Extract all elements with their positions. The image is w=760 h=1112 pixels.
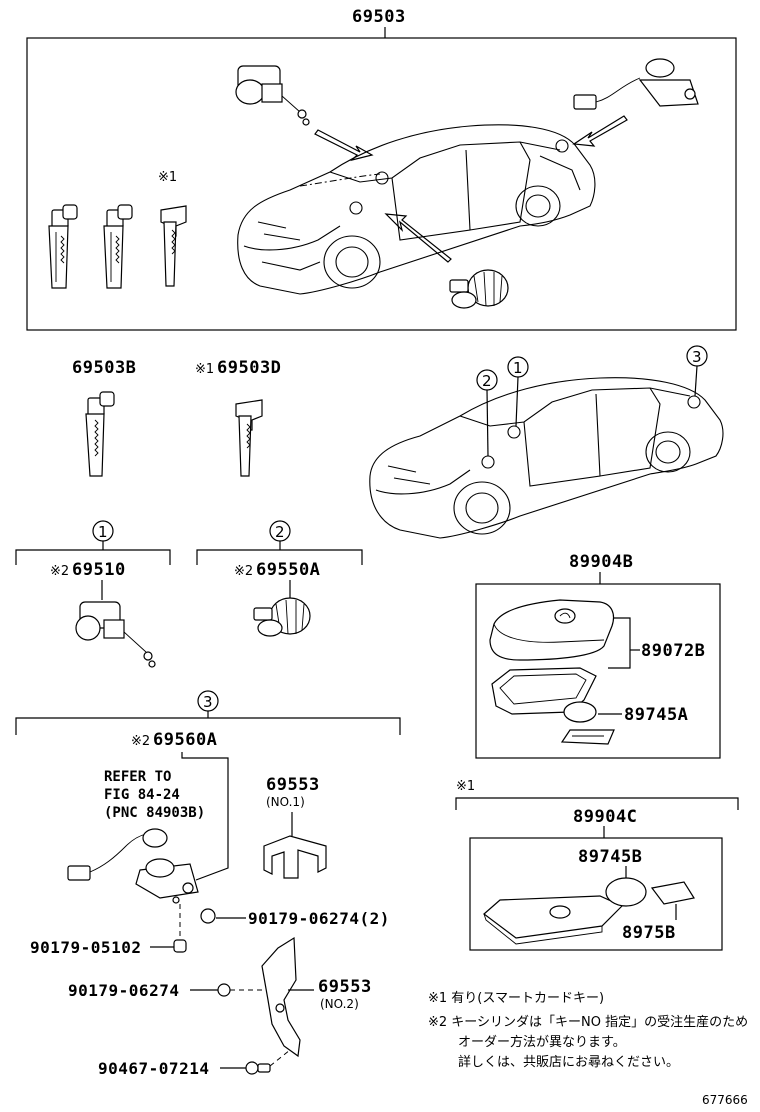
label-69503D: 69503D — [217, 358, 281, 378]
mark-69550A: ※2 — [234, 564, 253, 579]
screw-icon-3 — [217, 983, 231, 997]
label-69553-no1: 69553 — [266, 775, 320, 795]
label-69560A: 69560A — [153, 730, 217, 750]
cylinder-icon-top-left — [235, 65, 310, 126]
callout-2-text: 2 — [275, 523, 285, 541]
mark-69503D: ※1 — [195, 362, 214, 377]
screw-icon-2 — [173, 939, 187, 953]
label-69503: 69503 — [352, 7, 406, 27]
card-key-icon-set — [483, 877, 695, 945]
arrow-3 — [384, 213, 452, 263]
smart-key-box — [475, 583, 721, 759]
card-key-box — [469, 837, 723, 951]
car-illustration-callouts — [369, 377, 724, 539]
bracket-section-1 — [15, 549, 171, 565]
cylinder-icon-69560A — [67, 828, 199, 904]
figure-id: 677666 — [702, 1093, 748, 1107]
label-69553-no2-sub: (NO.2) — [320, 997, 359, 1011]
ref-line-1: REFER TO — [104, 769, 171, 785]
bracket-card — [455, 797, 739, 810]
mark-top: ※1 — [158, 170, 177, 185]
bracket-icon-no2 — [261, 936, 301, 1058]
label-69553-no2: 69553 — [318, 977, 372, 997]
label-89745A: 89745A — [624, 705, 688, 725]
label-89904B: 89904B — [569, 552, 633, 572]
cylinder-icon-top-right — [573, 58, 699, 110]
label-89745B: 89745B — [578, 847, 642, 867]
mark-69560A: ※2 — [131, 734, 150, 749]
label-89072B: 89072B — [641, 641, 705, 661]
callout-1-text: 1 — [98, 523, 108, 541]
label-69553-no1-sub: (NO.1) — [266, 795, 305, 809]
label-90467-07214: 90467-07214 — [98, 1059, 209, 1078]
key-icon-69503D — [235, 399, 263, 477]
leader-69560A — [181, 752, 229, 881]
callout-2-car-text: 2 — [482, 372, 492, 390]
key-icon-2 — [103, 204, 133, 289]
bracket-section-2 — [196, 549, 363, 565]
note-2c: 詳しくは、共販店にお尋ねください。 — [458, 1054, 679, 1070]
cylinder-icon-69550A — [253, 597, 311, 637]
assembly-box — [26, 37, 737, 331]
note-1: ※1 有り(スマートカードキー) — [428, 991, 604, 1006]
arrow-1 — [314, 129, 374, 162]
note-2b: オーダー方法が異なります。 — [458, 1034, 626, 1050]
label-90179-05102: 90179-05102 — [30, 938, 141, 957]
callout-3-text: 3 — [203, 693, 213, 711]
cylinder-icon-69510 — [75, 601, 156, 668]
car-illustration-top — [237, 124, 596, 295]
label-90179-06274: 90179-06274 — [68, 981, 179, 1000]
mark-89904C: ※1 — [456, 779, 475, 794]
cylinder-icon-bottom — [449, 269, 509, 309]
key-icon-1 — [48, 204, 78, 289]
label-69510: 69510 — [72, 560, 126, 580]
bolt-icon — [245, 1061, 271, 1075]
card-key-icon — [160, 205, 187, 287]
ref-line-2: FIG 84-24 — [104, 787, 180, 803]
bracket-icon-no1 — [263, 835, 327, 879]
screw-icon-1 — [200, 908, 216, 924]
mark-69510: ※2 — [50, 564, 69, 579]
label-69503B: 69503B — [72, 358, 136, 378]
bracket-section-3 — [15, 717, 401, 735]
smart-key-icon — [489, 599, 615, 745]
key-icon-69503B — [85, 391, 115, 477]
note-2a: ※2 キーシリンダは「キーNO 指定」の受注生産のため — [428, 1014, 748, 1030]
label-90179-06274-2: 90179-06274(2) — [248, 909, 390, 928]
ref-line-3: (PNC 84903B) — [104, 805, 205, 821]
label-8975B: 8975B — [622, 923, 676, 943]
label-89904C: 89904C — [573, 807, 637, 827]
leader-89072B — [608, 617, 631, 669]
label-69550A: 69550A — [256, 560, 320, 580]
callout-1-car-text: 1 — [513, 359, 523, 377]
callout-3-car-text: 3 — [692, 348, 702, 366]
arrow-2 — [572, 115, 628, 147]
